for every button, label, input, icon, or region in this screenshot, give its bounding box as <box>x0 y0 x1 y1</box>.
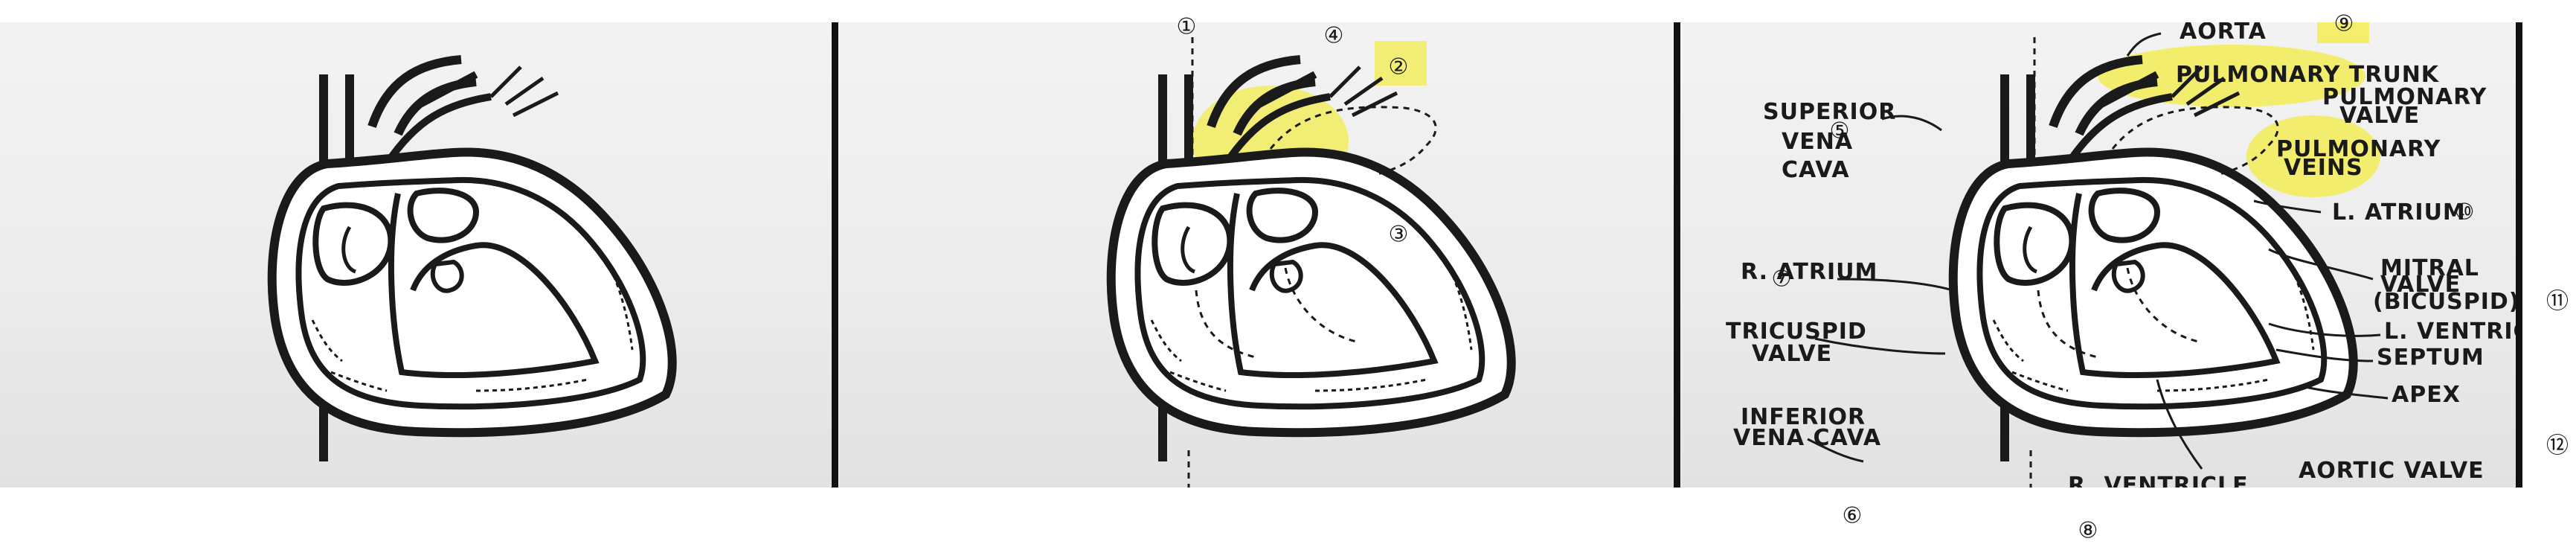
marker-7: ⑦ <box>1772 266 1792 293</box>
marker-3: ③ <box>1389 222 1409 248</box>
marker-12: ⑫ <box>2546 433 2569 459</box>
highlight-marker <box>1375 41 1427 86</box>
label-pulmonary-veins-2: VEINS <box>2284 155 2363 181</box>
label-pulmonary-veins-1: PULMONARY <box>2276 136 2441 162</box>
label-aortic-valve: AORTIC VALVE <box>2299 458 2485 484</box>
label-inferior-vena-cava-2: VENA CAVA <box>1733 425 1881 451</box>
label-tricuspid-valve-2: VALVE <box>1752 341 1832 367</box>
panel-divider <box>1674 22 1680 488</box>
label-aorta: AORTA <box>2180 22 2267 45</box>
panel-divider <box>832 22 838 488</box>
highlight-marker <box>2246 115 2380 197</box>
label-septum: SEPTUM <box>2377 345 2485 371</box>
heart-flow-diagram <box>839 36 1674 488</box>
panel-divider <box>2516 22 2522 488</box>
marker-1: ① <box>1177 14 1197 40</box>
marker-9: ⑨ <box>2334 11 2354 37</box>
label-l-ventricle: L. VENTRICLE <box>2384 319 2522 345</box>
label-pulmonary-trunk: PULMONARY TRUNK <box>2176 62 2440 88</box>
label-mitral-valve-2: VALVE <box>2380 272 2461 298</box>
label-superior-vena-cava-1: SUPERIOR <box>1763 99 1896 125</box>
label-apex: APEX <box>2392 382 2461 408</box>
marker-2: ② <box>1389 54 1409 80</box>
marker-5: ⑤ <box>1830 118 1850 144</box>
label-pulmonary-valve-2: VALVE <box>2339 103 2420 129</box>
highlight-marker <box>2317 22 2369 43</box>
marker-6: ⑥ <box>1843 503 1863 529</box>
marker-4: ④ <box>1324 23 1344 49</box>
label-mitral-valve-1: MITRAL <box>2380 255 2479 281</box>
panel-heart-flow <box>839 22 1674 488</box>
label-r-ventricle: R. VENTRICLE <box>2068 473 2249 488</box>
panel-heart-labeled: AORTA PULMONARY TRUNK PULMONARY VALVE PU… <box>1681 22 2522 488</box>
label-pulmonary-valve-1: PULMONARY <box>2322 84 2487 110</box>
marker-11: ⑪ <box>2546 289 2569 315</box>
heart-labeled-diagram: AORTA PULMONARY TRUNK PULMONARY VALVE PU… <box>1726 22 2522 488</box>
label-l-atrium: L. ATRIUM <box>2332 199 2466 226</box>
marker-8: ⑧ <box>2078 518 2098 544</box>
label-superior-vena-cava-2: VENA <box>1782 129 1853 155</box>
label-inferior-vena-cava-1: INFERIOR <box>1741 404 1866 430</box>
label-tricuspid-valve-1: TRICUSPID <box>1726 319 1867 345</box>
marker-10: ⑩ <box>2455 199 2475 226</box>
highlight-marker <box>2098 45 2365 107</box>
label-mitral-valve-3: (BICUSPID) <box>2373 289 2520 315</box>
panel-heart-plain <box>0 22 832 488</box>
label-r-atrium: R. ATRIUM <box>1741 259 1878 285</box>
label-superior-vena-cava-3: CAVA <box>1782 157 1850 183</box>
